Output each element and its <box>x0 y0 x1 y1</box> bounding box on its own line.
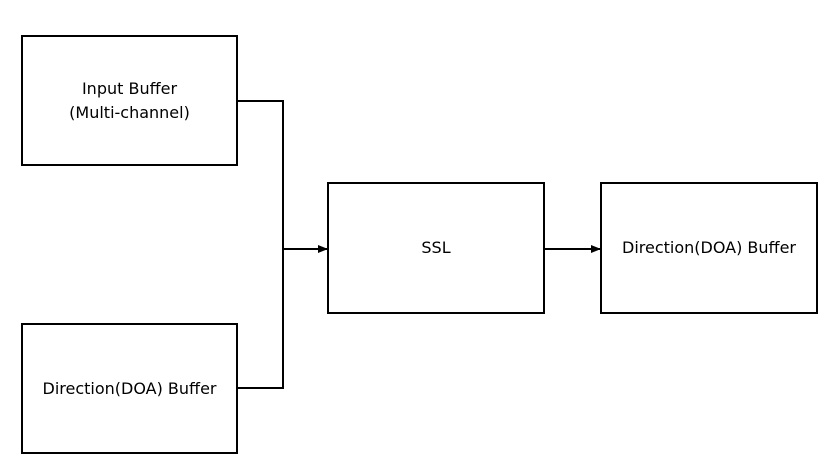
input-buffer-sublabel: (Multi-channel) <box>69 102 190 122</box>
ssl-label: SSL <box>421 238 451 257</box>
doa-buffer-output-node: Direction(DOA) Buffer <box>600 182 818 314</box>
doa-buffer-input-label: Direction(DOA) Buffer <box>42 378 217 398</box>
input-buffer-node: Input Buffer (Multi-channel) <box>21 35 238 166</box>
edge-input-buffer-to-ssl <box>238 100 284 249</box>
doa-buffer-input-node: Direction(DOA) Buffer <box>21 323 238 454</box>
edge-doa-buffer-to-ssl <box>238 249 284 389</box>
input-buffer-label: Input Buffer <box>81 78 178 98</box>
ssl-node: SSL <box>327 182 545 314</box>
doa-buffer-output-label: Direction(DOA) Buffer <box>622 238 796 257</box>
